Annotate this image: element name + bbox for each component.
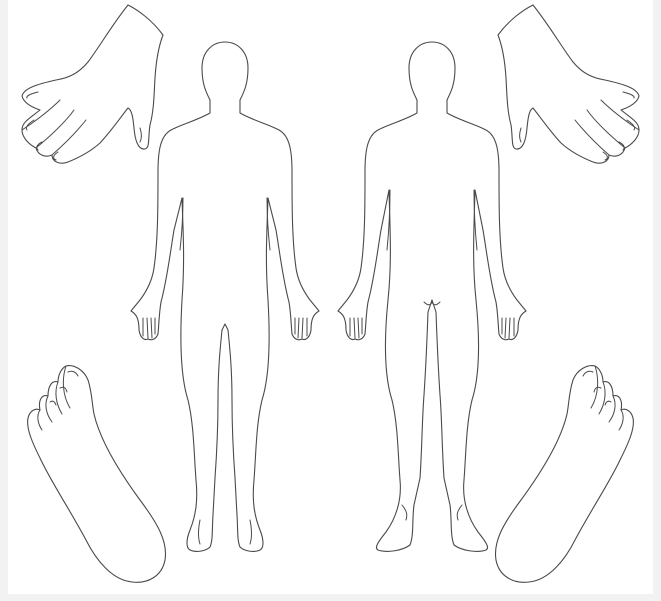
right-foot-figure [495,366,633,583]
left-hand-figure [22,5,163,163]
body-back-figure [338,42,526,551]
right-hand-figure [498,5,639,163]
body-front-figure [131,42,319,551]
left-foot-figure [28,366,166,583]
